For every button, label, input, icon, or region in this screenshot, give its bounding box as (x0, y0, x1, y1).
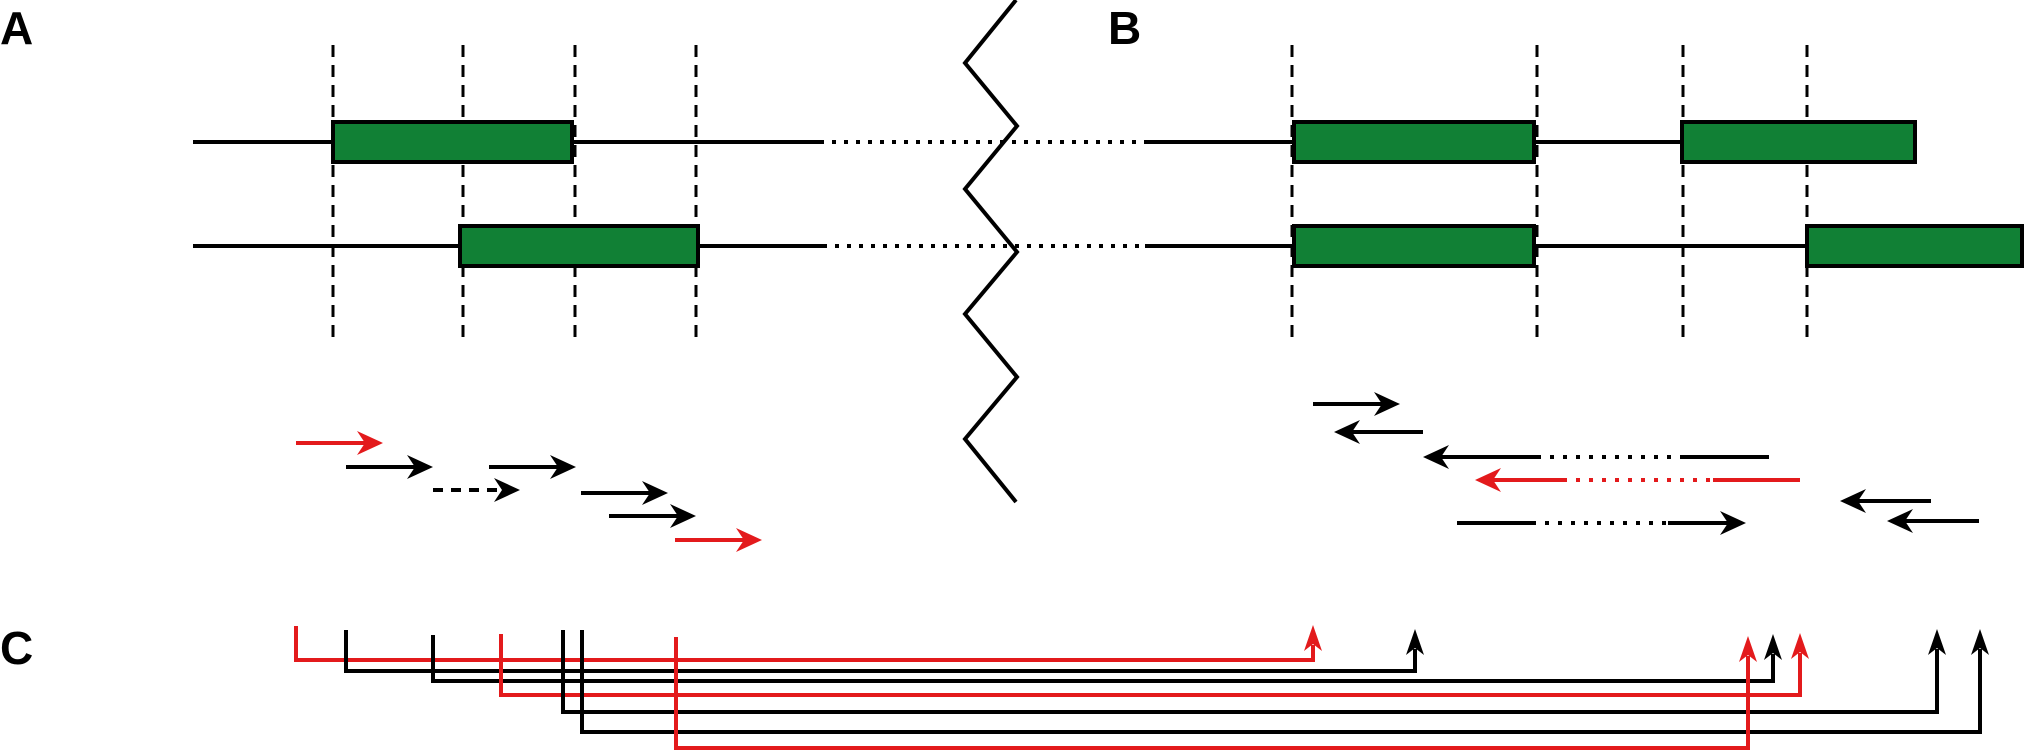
link-path (499, 634, 1802, 697)
read-arrow (1334, 420, 1423, 444)
arrowhead-icon (1840, 489, 1866, 513)
arrowhead-up-icon (1764, 634, 1782, 660)
arrowhead-icon (550, 455, 576, 479)
arrowhead-up-icon (1406, 629, 1424, 655)
panel-c-junction-links (294, 625, 1989, 750)
read-arrow (609, 504, 696, 528)
arrowhead-icon (1334, 420, 1360, 444)
link-path (294, 626, 1315, 662)
arrowhead-icon (670, 504, 696, 528)
link-path (561, 630, 1939, 714)
transcript (193, 120, 1145, 164)
exon-box (331, 120, 574, 164)
exon-box (1805, 224, 2024, 268)
arrowhead-icon (1720, 511, 1746, 535)
zigzag-line (962, 0, 1020, 504)
arrowhead-up-icon (1971, 629, 1989, 655)
read-arrow (1840, 489, 1931, 513)
panel-a (193, 45, 1145, 552)
read-arrow (1475, 468, 1800, 492)
link-path (580, 630, 1982, 734)
link-path (431, 635, 1775, 683)
panel-b (1145, 45, 2024, 535)
junction-link (580, 629, 1989, 734)
read-arrow (296, 431, 383, 455)
exon-box (1292, 224, 1536, 268)
junction-link (344, 629, 1424, 673)
read-arrow (346, 455, 433, 479)
read-arrow (1313, 392, 1400, 416)
arrowhead-icon (1423, 445, 1449, 469)
arrowhead-icon (1887, 509, 1913, 533)
link-path (344, 630, 1417, 673)
transcript (1145, 120, 1917, 164)
junction-link (294, 625, 1322, 662)
panel-label-c: C (0, 622, 33, 674)
exon-box (1680, 120, 1917, 164)
arrowhead-icon (1374, 392, 1400, 416)
read-arrow (489, 455, 576, 479)
read-arrow (675, 528, 762, 552)
read-arrow (1457, 511, 1746, 535)
arrowhead-icon (357, 431, 383, 455)
arrowhead-icon (736, 528, 762, 552)
arrowhead-up-icon (1791, 633, 1809, 659)
junction-link (561, 629, 1946, 714)
arrowhead-icon (1475, 468, 1501, 492)
exon-box (458, 224, 700, 268)
link-path (674, 637, 1750, 750)
transcript (193, 224, 1145, 268)
read-arrow (1887, 509, 1979, 533)
arrowhead-up-icon (1739, 636, 1757, 662)
junction-link (431, 634, 1782, 683)
transcript (1145, 224, 2024, 268)
arrowhead-up-icon (1304, 625, 1322, 651)
arrowhead-icon (494, 478, 520, 502)
read-arrow (581, 481, 668, 505)
read-arrow (1423, 445, 1769, 469)
panel-label-b: B (1108, 2, 1141, 54)
junction-link (499, 633, 1809, 697)
junction-link (674, 636, 1757, 750)
arrowhead-icon (407, 455, 433, 479)
axis-break-zigzag-icon (962, 0, 1020, 504)
panel-label-a: A (0, 2, 33, 54)
arrowhead-up-icon (1928, 629, 1946, 655)
read-arrow (433, 478, 520, 502)
exon-box (1292, 120, 1536, 164)
arrowhead-icon (642, 481, 668, 505)
